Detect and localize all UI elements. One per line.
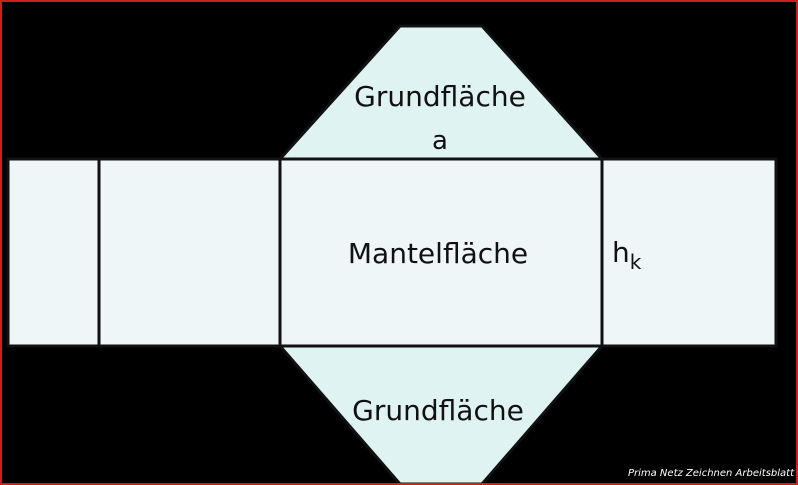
lateral-face-main (278, 157, 604, 348)
bottom-base-label: Grundfläche (352, 394, 524, 427)
lateral-face-2 (97, 157, 282, 348)
side-a-label: a (432, 126, 448, 156)
height-main: h (612, 236, 630, 269)
lateral-label: Mantelfläche (348, 237, 528, 270)
watermark-text: Prima Netz Zeichnen Arbeitsblatt (627, 468, 794, 479)
lateral-face-1 (6, 157, 101, 348)
lateral-face-4 (600, 157, 778, 348)
height-label: hk (612, 236, 642, 274)
height-sub: k (630, 250, 642, 274)
top-base-label: Grundfläche (354, 80, 526, 113)
